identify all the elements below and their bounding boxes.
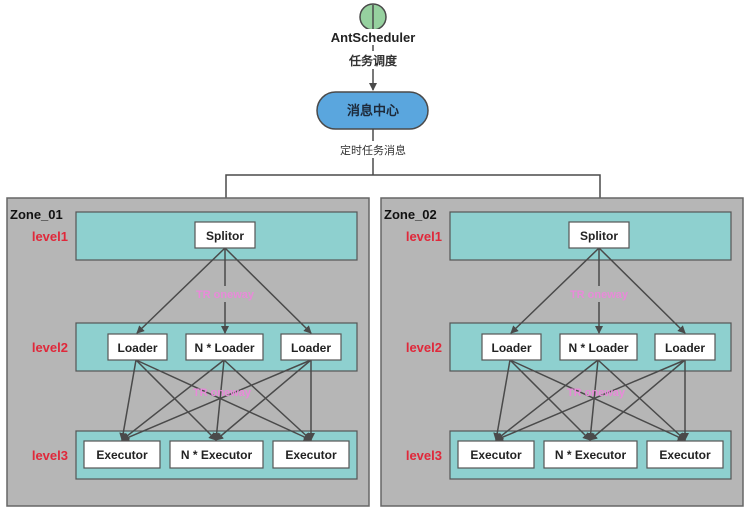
loader-label: N * Loader [194, 341, 254, 355]
edge-loader-1-to-executor-2 [509, 359, 591, 441]
edges [493, 247, 689, 441]
edge-loader-2-to-executor-2 [586, 359, 599, 441]
top-flow: AntScheduler 任务调度 消息中心 定时任务消息 [222, 3, 604, 221]
edge-label-tr-oneway-2: TR oneway [193, 387, 252, 399]
edge-loader-3-to-executor-1 [121, 359, 312, 441]
edge-label-tr-oneway-1: TR oneway [570, 289, 629, 301]
executor-node[interactable] [646, 440, 724, 469]
zone-1: Zone_01 level1 level2 level3 TR oneway TR one… [6, 197, 370, 507]
executor-node[interactable] [543, 440, 638, 469]
edge-loader-1-to-executor-1 [493, 359, 511, 441]
executor-node[interactable] [457, 440, 535, 469]
edge-loader-2-to-executor-1 [495, 359, 599, 441]
zone-2: Zone_02 level1 level2 level3 TR oneway TR one… [380, 197, 744, 507]
zone-title: Zone_01 [10, 207, 63, 222]
loader-node[interactable] [559, 333, 638, 361]
message-center-label: 消息中心 [347, 103, 399, 118]
loader-label: N * Loader [568, 341, 628, 355]
level1-label: level1 [32, 229, 68, 244]
edge-loader-2-to-executor-2 [212, 359, 225, 441]
splitor-node[interactable] [194, 221, 256, 249]
edge-loader-3-to-executor-1 [495, 359, 686, 441]
splitor-node[interactable] [568, 221, 630, 249]
level1-label: level1 [406, 229, 442, 244]
edge-loader-3-to-executor-2 [589, 359, 686, 441]
start-label: AntScheduler [331, 30, 416, 45]
executor-node[interactable] [272, 440, 350, 469]
executor-label: N * Executor [555, 448, 627, 462]
executor-label: Executor [285, 448, 337, 462]
executor-node[interactable] [83, 440, 161, 469]
edge-loader-2-to-executor-1 [121, 359, 225, 441]
edge-loader-1-to-executor-2 [135, 359, 217, 441]
edge-splitor-to-loader-1 [510, 247, 600, 334]
executor-label: Executor [470, 448, 522, 462]
level3-label: level3 [32, 448, 68, 463]
edge-label-timed-message: 定时任务消息 [340, 143, 406, 157]
executor-label: Executor [96, 448, 148, 462]
zone-title: Zone_02 [384, 207, 437, 222]
executor-node[interactable] [169, 440, 264, 469]
level3-label: level3 [406, 448, 442, 463]
edge-loader-3-to-executor-2 [215, 359, 312, 441]
edge-label-tr-oneway-2: TR oneway [567, 387, 626, 399]
edge-loader-1-to-executor-3 [509, 359, 686, 441]
loader-node[interactable] [185, 333, 264, 361]
edge-loader-2-to-executor-3 [597, 359, 686, 441]
edge-loader-1-to-executor-1 [119, 359, 137, 441]
loader-label: Loader [291, 341, 331, 355]
loader-node[interactable] [280, 333, 342, 361]
edge-splitor-to-loader-3 [598, 247, 686, 334]
loader-node[interactable] [481, 333, 542, 361]
edges [119, 247, 315, 441]
splitor-label: Splitor [206, 229, 244, 243]
edge-label-tr-oneway-1: TR oneway [196, 289, 255, 301]
loader-node[interactable] [107, 333, 168, 361]
edge-splitor-to-loader-3 [224, 247, 312, 334]
loader-label: Loader [491, 341, 531, 355]
executor-label: N * Executor [181, 448, 253, 462]
level2-label: level2 [406, 340, 442, 355]
edge-splitor-to-loader-1 [136, 247, 226, 334]
edge-loader-1-to-executor-3 [135, 359, 312, 441]
executor-label: Executor [659, 448, 711, 462]
loader-label: Loader [117, 341, 157, 355]
level2-label: level2 [32, 340, 68, 355]
splitor-label: Splitor [580, 229, 618, 243]
edge-label-dispatch: 任务调度 [348, 53, 398, 68]
loader-label: Loader [665, 341, 705, 355]
loader-node[interactable] [654, 333, 716, 361]
edge-loader-2-to-executor-3 [223, 359, 312, 441]
